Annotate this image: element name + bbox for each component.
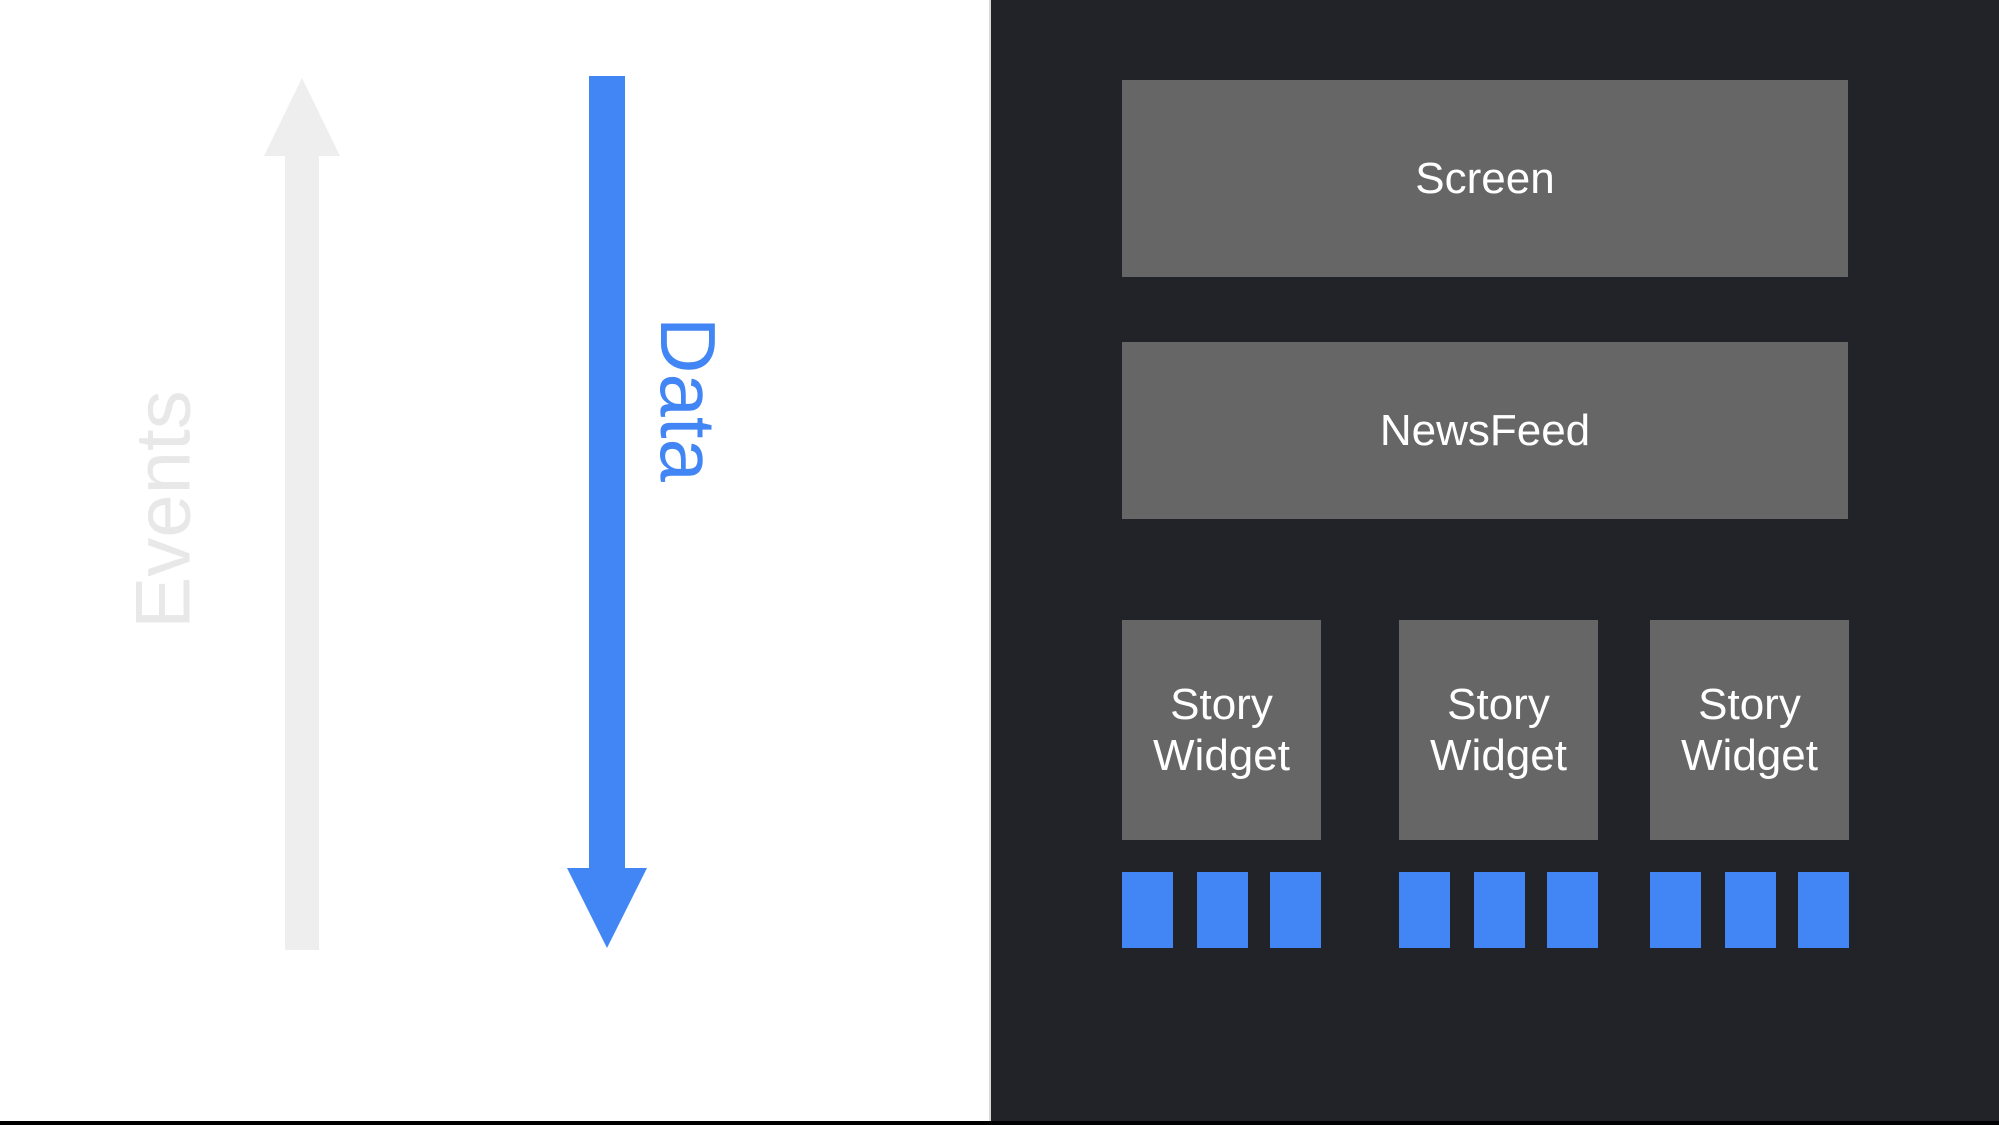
node-story-widget[interactable]: Story Widget bbox=[1122, 620, 1321, 840]
pip-block[interactable] bbox=[1650, 872, 1701, 948]
node-screen[interactable]: Screen bbox=[1122, 80, 1848, 277]
events-label-container: Events bbox=[44, 390, 284, 628]
story-widget-label-line1: Story bbox=[1698, 679, 1801, 729]
story-widget-pips bbox=[1650, 872, 1849, 948]
events-label: Events bbox=[118, 390, 207, 629]
story-widget-label-line2: Widget bbox=[1681, 731, 1818, 780]
story-widget-pips bbox=[1399, 872, 1598, 948]
pip-block[interactable] bbox=[1122, 872, 1173, 948]
story-widget-label: Story Widget bbox=[1681, 679, 1818, 781]
node-story-widget[interactable]: Story Widget bbox=[1650, 620, 1849, 840]
pip-block[interactable] bbox=[1270, 872, 1321, 948]
arrow-up-icon bbox=[264, 78, 340, 950]
pip-block[interactable] bbox=[1547, 872, 1598, 948]
pip-block[interactable] bbox=[1474, 872, 1525, 948]
story-widget-label: Story Widget bbox=[1430, 679, 1567, 781]
arrow-down-icon bbox=[567, 76, 647, 948]
story-widget-label: Story Widget bbox=[1153, 679, 1290, 781]
story-widget-label-line2: Widget bbox=[1430, 731, 1567, 780]
flow-legend-pane: Events Data bbox=[0, 0, 990, 1125]
pip-block[interactable] bbox=[1725, 872, 1776, 948]
story-widget-pips bbox=[1122, 872, 1321, 948]
pip-block[interactable] bbox=[1197, 872, 1248, 948]
story-widget-label-line2: Widget bbox=[1153, 731, 1290, 780]
pip-block[interactable] bbox=[1798, 872, 1849, 948]
story-widget-label-line1: Story bbox=[1447, 679, 1550, 729]
data-label: Data bbox=[643, 317, 732, 482]
node-story-widget[interactable]: Story Widget bbox=[1399, 620, 1598, 840]
node-newsfeed[interactable]: NewsFeed bbox=[1122, 342, 1848, 519]
story-widget-label-line1: Story bbox=[1170, 679, 1273, 729]
bottom-edge-rule bbox=[0, 1121, 1999, 1125]
widget-tree-pane: Screen NewsFeed Story Widget Story Widge… bbox=[989, 0, 1999, 1125]
pip-block[interactable] bbox=[1399, 872, 1450, 948]
data-label-container: Data bbox=[605, 317, 805, 482]
